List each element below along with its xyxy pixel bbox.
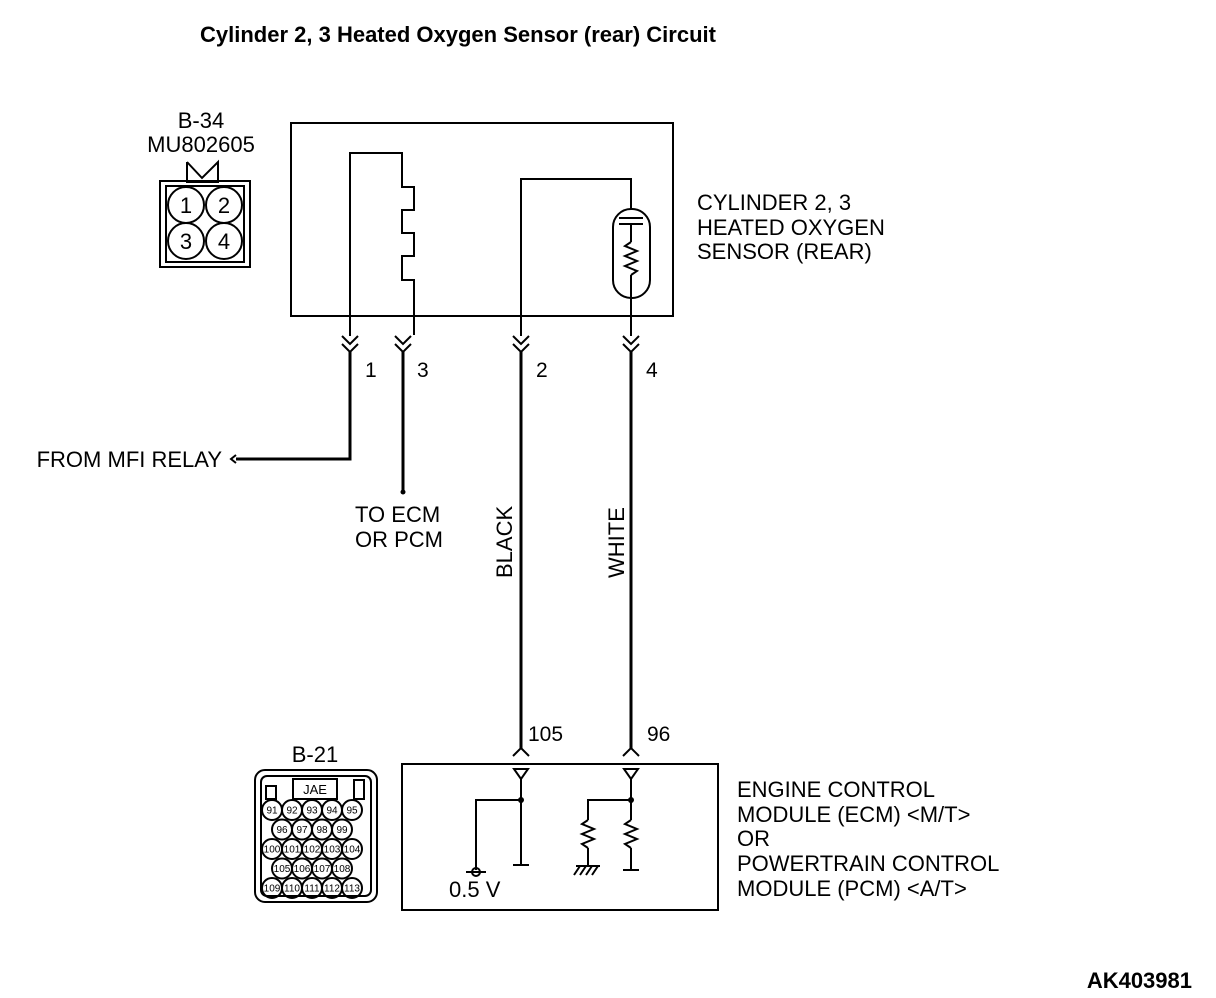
sensor-connector-symbols [341, 335, 640, 354]
ecm-connector-pin-100: 100 [264, 845, 281, 856]
ecm-connector-pin-92: 92 [286, 806, 298, 817]
ecm-connector-pin-112: 112 [324, 884, 340, 895]
ecm-connector-pin-106: 106 [294, 864, 311, 875]
ecm-connector-pin-circle [341, 838, 363, 860]
sensor-label-line-1: CYLINDER 2, 3 [697, 190, 851, 215]
ecm-connector-pin-104: 104 [344, 845, 361, 856]
to-ecm-label-line-2: OR PCM [355, 527, 443, 552]
ecm-label-line-3: OR [737, 826, 770, 851]
ecm-connector-id: B-21 [292, 742, 338, 767]
heater-element-icon [349, 152, 415, 336]
ecm-label-line-2: MODULE (ECM) <M/T> [737, 802, 970, 827]
oxygen-sensor: CYLINDER 2, 3 HEATED OXYGEN SENSOR (REAR… [290, 122, 885, 336]
ecm-connector-pin-circle [341, 877, 363, 899]
connector-pin-4: 4 [218, 229, 230, 254]
figure-id: AK403981 [1087, 968, 1192, 993]
diagram-title: Cylinder 2, 3 Heated Oxygen Sensor (rear… [200, 22, 717, 47]
sensor-terminal-4: 4 [646, 359, 658, 382]
ecm-connector-pin-95: 95 [346, 806, 358, 817]
ecm-connector-pin-98: 98 [316, 825, 328, 836]
from-relay-label: FROM MFI RELAY [37, 447, 223, 472]
ecm-connector-pin-circle [331, 857, 353, 880]
ecm-connector-pin-111: 111 [304, 884, 320, 895]
ecm-box [401, 763, 719, 911]
ecm-module: 0.5 V ENGINE CONTROL MODULE (ECM) <M/T> … [401, 763, 999, 911]
resistor-icon [622, 241, 640, 276]
ecm-terminal-105: 105 [528, 723, 563, 746]
ecm-connector-pin-circle [331, 818, 353, 841]
ecm-connector-pin-97: 97 [296, 825, 308, 836]
resistor-icon [579, 819, 597, 849]
sensor-terminal-3: 3 [417, 359, 429, 382]
connector-pin-2: 2 [218, 193, 230, 218]
connector-pin-1: 1 [180, 193, 192, 218]
sensor-label-line-2: HEATED OXYGEN [697, 215, 885, 240]
ecm-connector-pin-108: 108 [334, 864, 351, 875]
sensor-label-line-3: SENSOR (REAR) [697, 239, 872, 264]
connector-pin-circle [167, 222, 205, 260]
ecm-connector-pin-96: 96 [276, 825, 288, 836]
ecm-connector-maker: JAE [303, 782, 327, 797]
wire-from-relay [236, 352, 352, 461]
input-buffer-icon [512, 768, 530, 781]
sensor-connector-part-number: MU802605 [147, 132, 255, 157]
wire-color-black: BLACK [492, 506, 517, 578]
connector-pin-3: 3 [180, 229, 192, 254]
ecm-connector-pin-113: 113 [344, 884, 360, 895]
voltage-label: 0.5 V [449, 877, 501, 902]
ecm-connector-pin-103: 103 [324, 845, 341, 856]
ecm-connector-pin-circle [341, 799, 363, 821]
ecm-connector-pin-93: 93 [306, 806, 318, 817]
sensor-connector-id: B-34 [178, 108, 224, 133]
connector-latch-icon [186, 159, 219, 183]
ecm-connector-pin-99: 99 [336, 825, 348, 836]
to-ecm-label-line-1: TO ECM [355, 502, 440, 527]
ecm-connector-pin-109: 109 [264, 884, 281, 895]
ecm-label-line-5: MODULE (PCM) <A/T> [737, 876, 967, 901]
input-buffer-icon [622, 768, 640, 781]
ecm-connector-pin-91: 91 [266, 806, 278, 817]
ecm-connector-pin-110: 110 [284, 884, 300, 895]
sensor-box [290, 122, 674, 317]
wire-color-white: WHITE [604, 507, 629, 578]
ecm-label-line-1: ENGINE CONTROL [737, 777, 935, 802]
sensor-terminal-2: 2 [536, 359, 548, 382]
ecm-terminal-96: 96 [647, 723, 670, 746]
ecm-connector-pin-105: 105 [274, 864, 291, 875]
ecm-connector-pin-107: 107 [314, 864, 331, 875]
sensor-connector-b34: B-34 MU802605 1 2 3 4 [147, 108, 255, 268]
ecm-label-line-4: POWERTRAIN CONTROL [737, 851, 999, 876]
resistor-icon [622, 819, 640, 849]
ecm-connector-pin-102: 102 [304, 845, 321, 856]
connector-pin-circle [205, 222, 243, 260]
sensor-terminal-1: 1 [365, 359, 377, 382]
ecm-connector-pin-101: 101 [284, 845, 301, 856]
ecm-connector-pin-94: 94 [326, 806, 338, 817]
